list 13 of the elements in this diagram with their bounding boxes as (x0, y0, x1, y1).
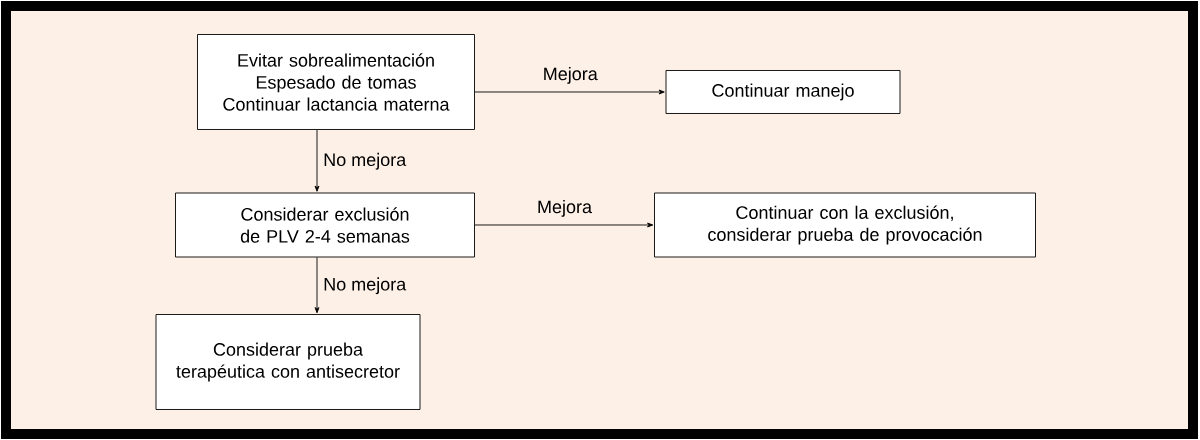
process-box: Considerar prueba terapéutica con antisecretor (155, 314, 421, 410)
process-box: Considerar exclusión de PLV 2-4 semanas (175, 192, 475, 258)
arrow (474, 222, 654, 228)
process-box: Evitar sobrealimentación Espesado de tomas Continuar lactancia materna (197, 34, 475, 130)
process-box: Continuar manejo (665, 70, 901, 114)
arrow (314, 257, 320, 314)
arrow (314, 129, 320, 192)
edge-label: Mejora (538, 200, 592, 217)
edge-label: Mejora (544, 67, 598, 84)
arrow (474, 89, 665, 95)
edge-label: No mejora (324, 152, 407, 170)
process-box: Continuar con la exclusión, considerar prueba de provocación (654, 192, 1036, 258)
edge-label: No mejora (324, 277, 407, 295)
